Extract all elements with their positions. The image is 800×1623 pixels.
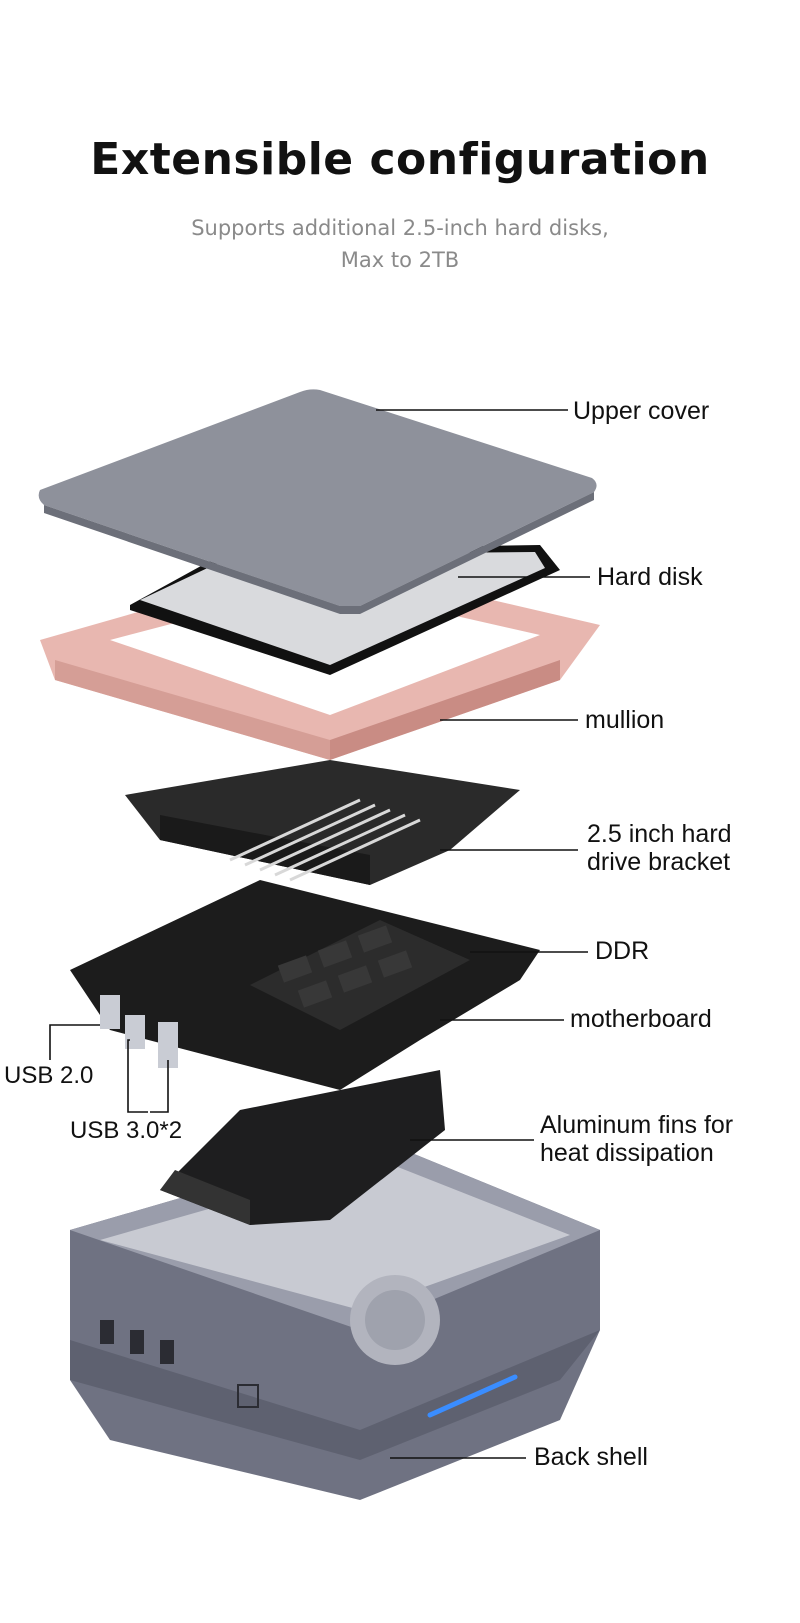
label-aluminum-fins-line-1: Aluminum fins for [540, 1111, 734, 1139]
label-mullion: mullion [585, 706, 665, 734]
upper-cover [38, 389, 597, 614]
label-drive-bracket-line-2: drive bracket [587, 848, 731, 876]
motherboard [70, 880, 540, 1090]
drive-bracket [125, 760, 520, 885]
page-title: Extensible configuration [90, 134, 710, 185]
label-drive-bracket: 2.5 inch hard drive bracket [587, 820, 732, 876]
label-aluminum-fins-line-2: heat dissipation [540, 1139, 714, 1167]
aluminum-fins [160, 1070, 445, 1225]
label-hard-disk: Hard disk [597, 563, 703, 591]
label-upper-cover: Upper cover [573, 397, 710, 425]
page-subtitle: Supports additional 2.5-inch hard disks,… [0, 212, 800, 276]
led-strip [427, 1374, 518, 1418]
leader-lines [49, 409, 590, 1459]
label-drive-bracket-line-1: 2.5 inch hard [587, 820, 732, 848]
label-usb-2: USB 2.0 [4, 1062, 94, 1089]
label-usb-3: USB 3.0*2 [70, 1117, 183, 1144]
subtitle-line-2: Max to 2TB [340, 248, 460, 272]
back-shell [70, 1140, 600, 1500]
subtitle-line-1: Supports additional 2.5-inch hard disks, [191, 216, 609, 240]
label-aluminum-fins: Aluminum fins for heat dissipation [540, 1111, 733, 1167]
label-motherboard: motherboard [570, 1005, 712, 1033]
label-ddr: DDR [595, 937, 650, 965]
label-back-shell: Back shell [534, 1443, 648, 1471]
ddr-module [277, 925, 413, 1008]
